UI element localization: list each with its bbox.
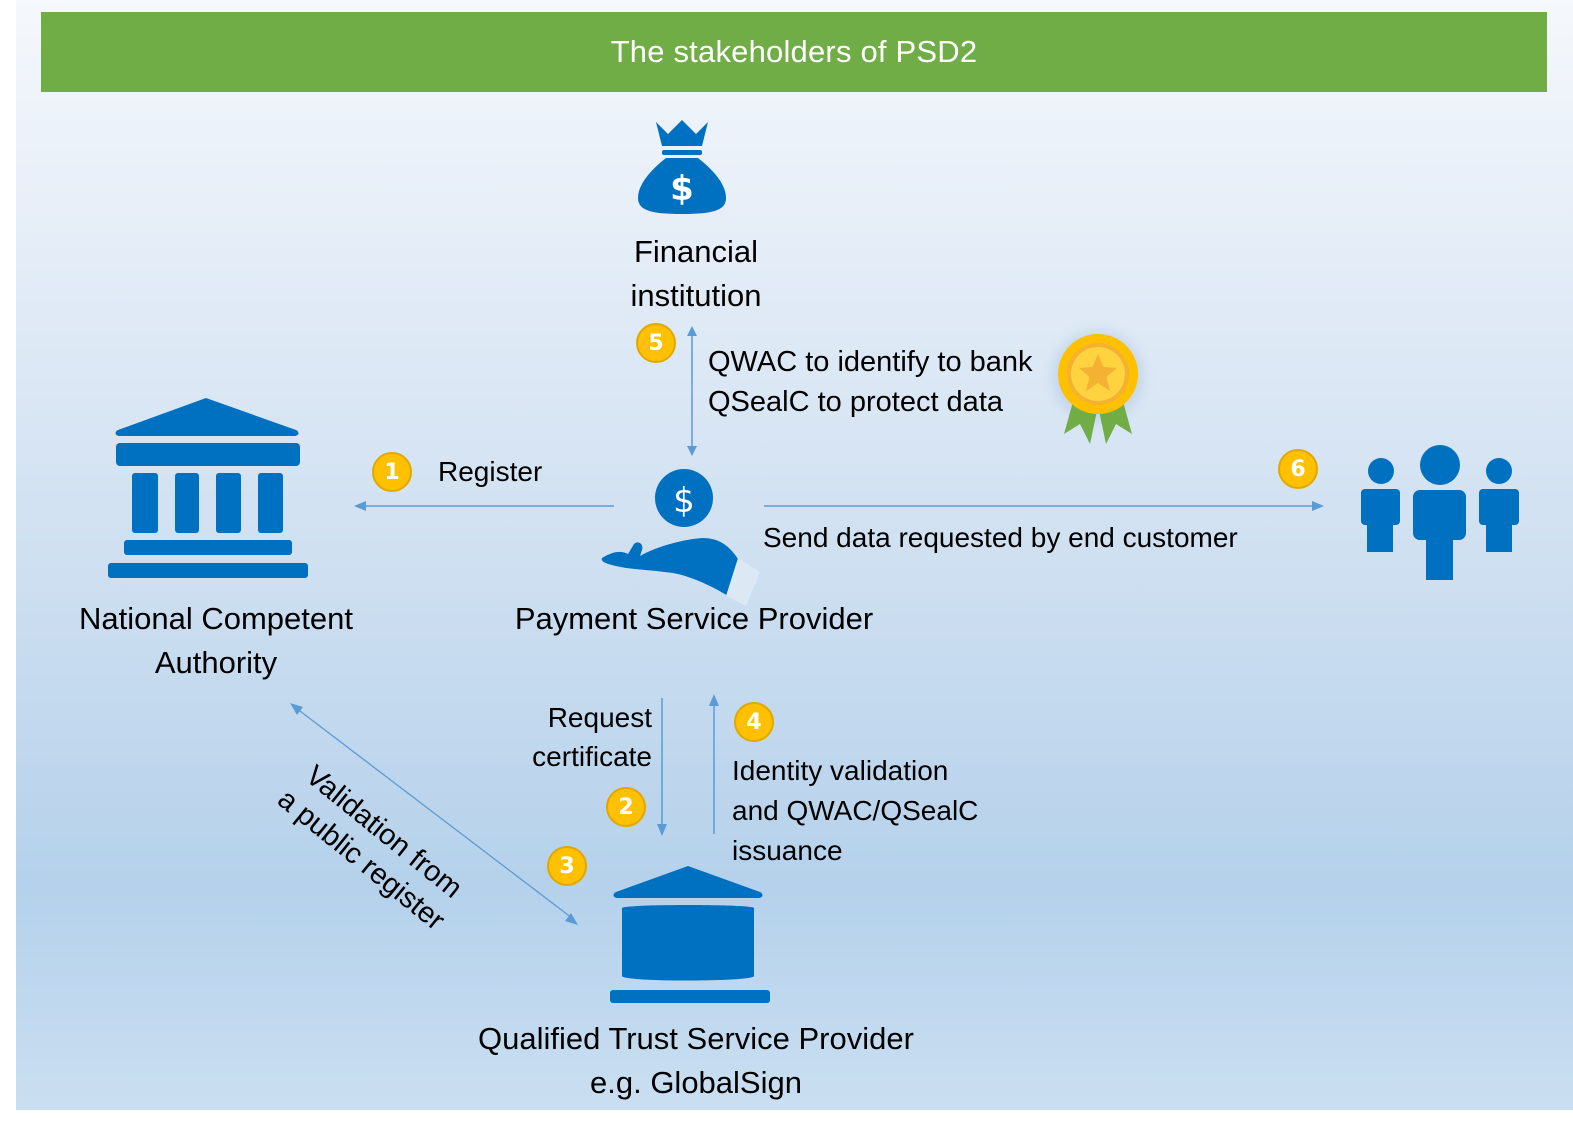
step-4-label-line2: and QWAC/QSealC [732, 795, 979, 826]
arrow-step-2 [657, 698, 667, 836]
step-5-badge: 5 [636, 323, 676, 363]
svg-text:$: $ [673, 481, 695, 521]
step-4-label: Identity validation and QWAC/QSealC issu… [732, 751, 978, 871]
step-5-label: QWAC to identify to bank QSealC to prote… [708, 342, 1033, 422]
arrow-step-6 [764, 501, 1324, 511]
people-group-icon [1361, 445, 1519, 580]
arrow-step-3 [290, 703, 578, 925]
arrow-step-4 [709, 694, 719, 834]
diagram-title: The stakeholders of PSD2 [610, 34, 978, 69]
step-1-label: Register [438, 456, 543, 487]
step-2-label-line1: Request [547, 702, 652, 733]
nca-line1: National Competent [79, 601, 353, 636]
step-3-badge: 3 [547, 846, 587, 886]
money-bag-icon: $ [638, 120, 726, 214]
step-4-label-line3: issuance [732, 835, 843, 866]
step-1-badge: 1 [372, 452, 412, 492]
step-4-label-line1: Identity validation [732, 755, 949, 786]
title-bar: The stakeholders of PSD2 [41, 12, 1547, 92]
step-6-badge: 6 [1278, 449, 1318, 489]
hand-holding-dollar-icon: $ [601, 469, 760, 606]
bank-building-icon [610, 866, 770, 1003]
financial-institution-label: Financial institution [596, 230, 796, 318]
nca-line2: Authority [154, 645, 278, 680]
svg-text:$: $ [670, 169, 694, 209]
step-4-badge: 4 [734, 702, 774, 742]
step-6-label: Send data requested by end customer [763, 522, 1238, 553]
financial-institution-line1: Financial [633, 234, 759, 269]
arrow-step-1 [354, 501, 614, 511]
step-2-label-line2: certificate [532, 741, 652, 772]
step-5-label-line1: QWAC to identify to bank [708, 346, 1033, 378]
step-2-label: Request certificate [496, 698, 652, 776]
qtsp-line1: Qualified Trust Service Provider [478, 1021, 914, 1056]
step-5-label-line2: QSealC to protect data [708, 386, 1003, 418]
arrow-step-5 [687, 326, 697, 456]
government-building-icon [108, 398, 308, 578]
qtsp-label: Qualified Trust Service Provider e.g. Gl… [396, 1017, 996, 1105]
payment-service-provider-label: Payment Service Provider [514, 601, 874, 636]
award-medal-icon [1052, 330, 1144, 444]
financial-institution-line2: institution [630, 278, 762, 313]
qtsp-line2: e.g. GlobalSign [590, 1065, 802, 1100]
national-competent-authority-label: National Competent Authority [36, 597, 396, 685]
step-2-badge: 2 [606, 787, 646, 827]
